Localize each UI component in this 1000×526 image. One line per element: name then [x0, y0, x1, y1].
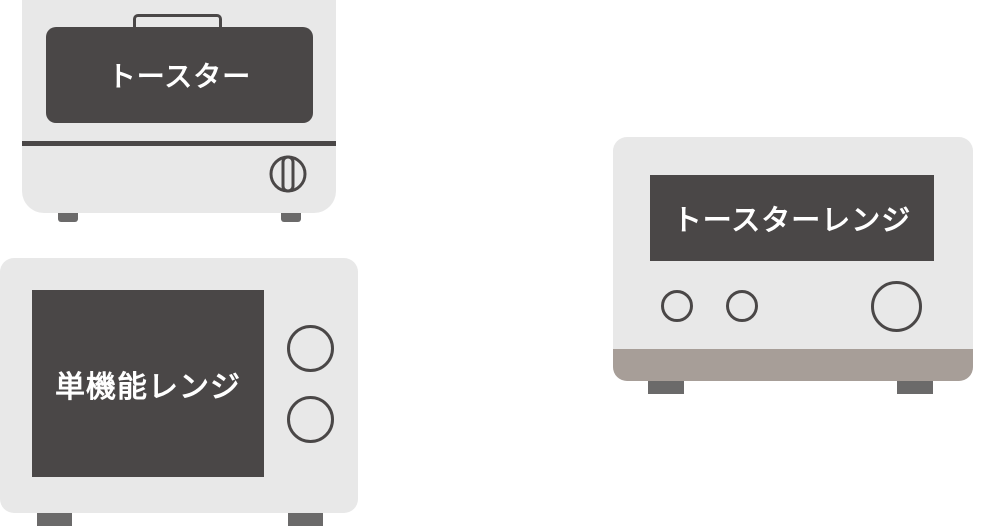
- toaster-oven-panel: トースターレンジ: [650, 175, 934, 261]
- toaster-window: トースター: [46, 27, 313, 123]
- toaster-oven-foot-left: [648, 379, 684, 394]
- microwave-foot-right: [288, 511, 323, 526]
- toaster-divider-line: [22, 141, 336, 146]
- microwave-knob-top-icon: [287, 325, 334, 372]
- toaster-oven-knob-large-icon: [871, 281, 922, 332]
- toaster-oven-knob-2-icon: [726, 290, 758, 322]
- toaster-oven-knob-1-icon: [661, 290, 693, 322]
- microwave-window: 単機能レンジ: [32, 290, 264, 477]
- microwave-knob-bottom-icon: [287, 396, 334, 443]
- toaster-oven-foot-right: [897, 379, 933, 394]
- microwave-foot-left: [37, 511, 72, 526]
- toaster-dial-icon: [268, 154, 308, 194]
- toaster-oven-base-strip: [613, 349, 973, 381]
